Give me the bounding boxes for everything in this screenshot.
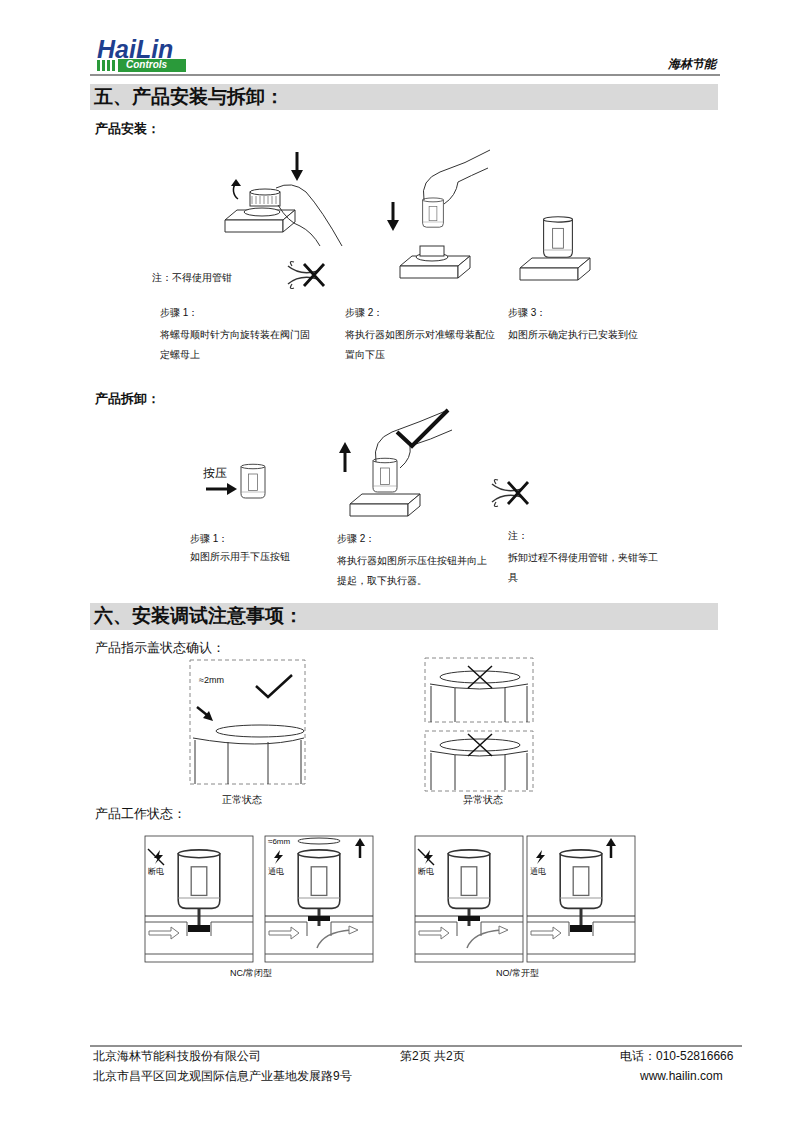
subheading: 产品指示盖状态确认： <box>95 640 225 656</box>
step-label: 步骤 1： <box>160 307 198 320</box>
section-heading-band: 五、产品安装与拆卸： <box>90 84 718 110</box>
power-label: 断电 <box>418 867 434 877</box>
footer-text: 第2页 共2页 <box>400 1049 465 1064</box>
section-heading-band: 六、安装调试注意事项： <box>90 603 718 630</box>
subheading: 产品拆卸： <box>95 391 160 407</box>
power-label: 通电 <box>530 867 546 877</box>
dimension: ≈2mm <box>199 675 224 686</box>
step-text: 将执行器如图所示压住按钮并向上提起，取下执行器。 <box>337 551 487 591</box>
state-label: 异常状态 <box>463 794 503 807</box>
step-text: 将螺母顺时针方向旋转装在阀门固定螺母上 <box>160 325 310 365</box>
power-label: 断电 <box>148 867 164 877</box>
footer-text: www.hailin.com <box>640 1069 723 1084</box>
section-heading: 六、安装调试注意事项： <box>94 604 714 628</box>
note: 注：不得使用管钳 <box>152 272 232 285</box>
footer-text: 北京海林节能科技股份有限公司 <box>93 1049 261 1064</box>
logo-subtext: Controls <box>126 59 167 72</box>
action-label: 按压 <box>203 466 227 481</box>
step-label: 步骤 3： <box>508 307 546 320</box>
footer-text: 电话：010-52816666 <box>620 1049 733 1064</box>
dimension: ≈6mm <box>268 837 290 847</box>
note: 注： <box>508 530 528 543</box>
type-label: NO/常开型 <box>496 968 539 979</box>
step-label: 步骤 2： <box>337 533 375 546</box>
step-text: 如图所示确定执行已安装到位 <box>508 325 678 345</box>
step-text: 将执行器如图所示对准螺母装配位置向下压 <box>345 325 495 365</box>
power-label: 通电 <box>268 867 284 877</box>
footer-text: 北京市昌平区回龙观国际信息产业基地发展路9号 <box>93 1069 352 1084</box>
section-heading: 五、产品安装与拆卸： <box>94 85 714 109</box>
note: 拆卸过程不得使用管钳，夹钳等工具 <box>508 548 658 588</box>
header-brand: 海林节能 <box>668 57 716 72</box>
subheading: 产品安装： <box>95 121 160 137</box>
type-label: NC/常闭型 <box>230 968 273 979</box>
step-label: 步骤 1： <box>190 533 228 546</box>
state-label: 正常状态 <box>222 794 262 807</box>
step-label: 步骤 2： <box>345 307 383 320</box>
step-text: 如图所示用手下压按钮 <box>190 551 290 564</box>
subheading: 产品工作状态： <box>95 806 186 822</box>
